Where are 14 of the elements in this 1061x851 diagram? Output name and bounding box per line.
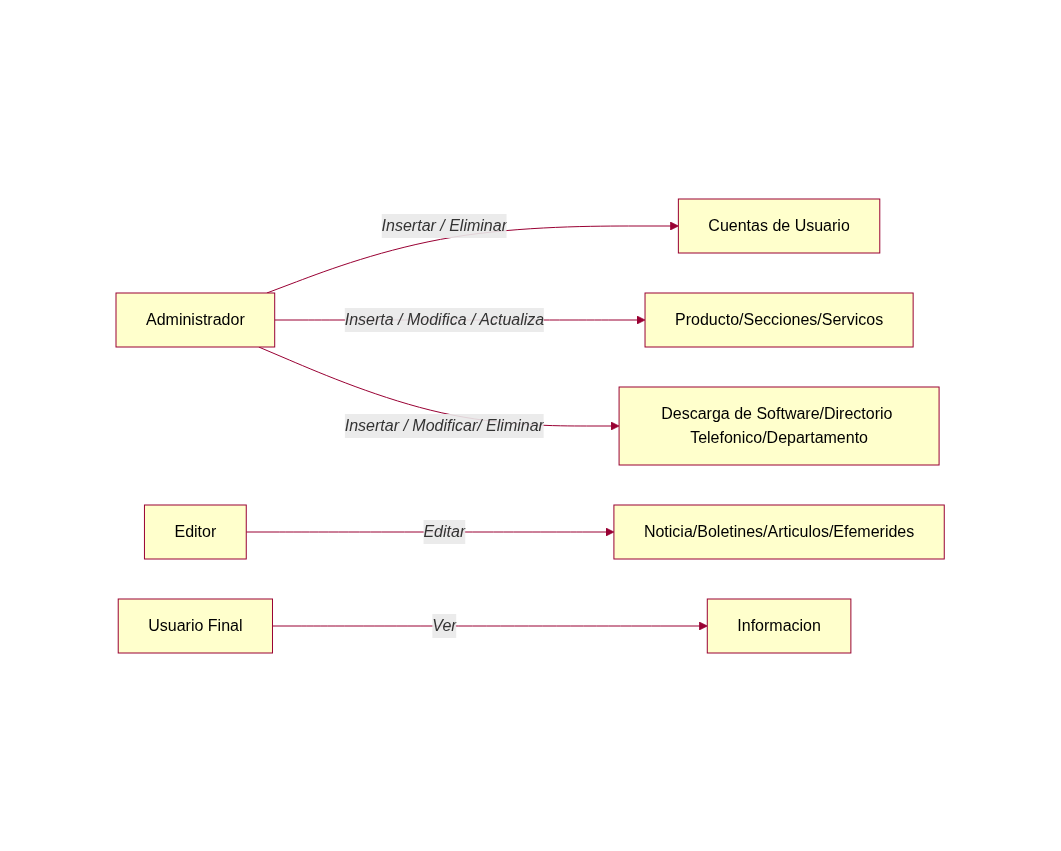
edge-label: Editar	[423, 522, 466, 540]
edge-label: Insertar / Modificar/ Eliminar	[345, 416, 545, 434]
node-box: Usuario Final	[118, 598, 274, 653]
node-box: Noticia/Boletines/Articulos/Efemerides	[613, 504, 946, 559]
node-box: Editor	[144, 504, 248, 559]
arrow	[246, 527, 615, 536]
node-box: Administrador	[115, 292, 276, 347]
node-box: Cuentas de Usuario	[678, 198, 881, 253]
node-box: Descarga de Software/Directorio Telefonico/Departamento	[618, 386, 940, 465]
edge-label: Inserta / Modifica / Actualiza	[345, 310, 545, 328]
edge-label: Ver	[432, 616, 457, 634]
node-box: Informacion	[707, 598, 852, 653]
edge-label: Insertar / Eliminar	[381, 216, 508, 234]
node-box: Producto/Secciones/Servicos	[644, 292, 914, 347]
